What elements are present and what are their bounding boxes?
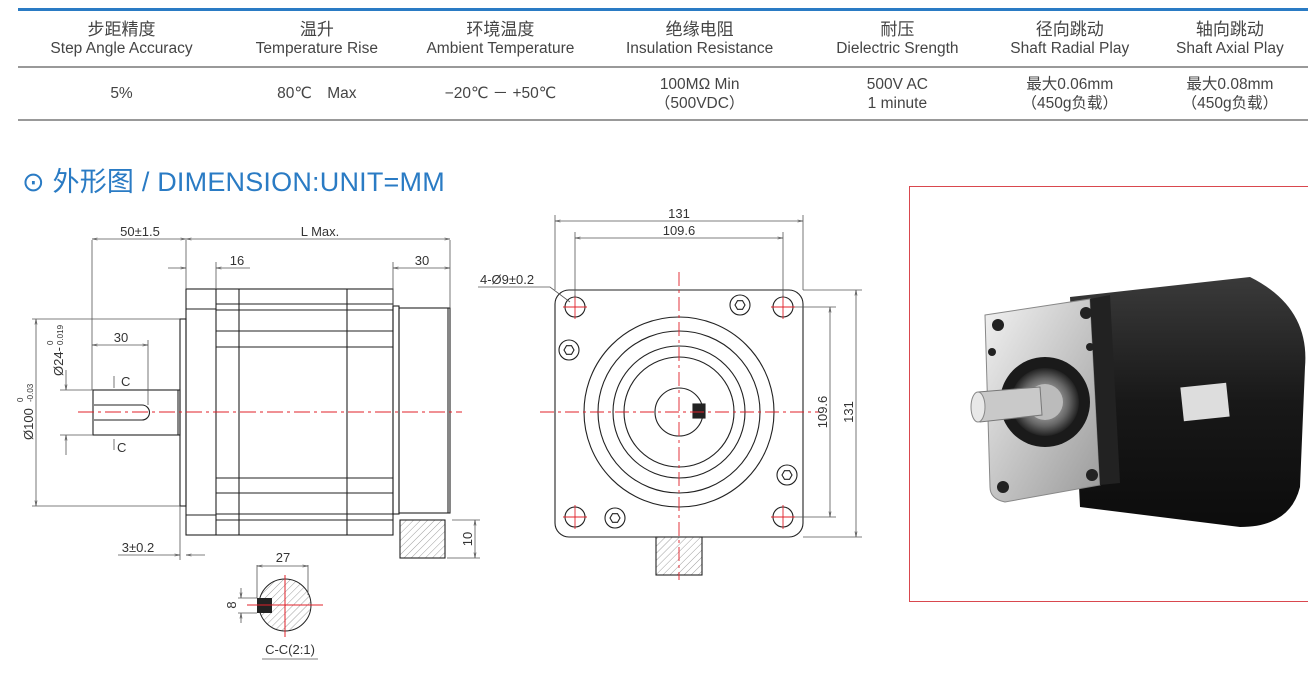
value-line-1: 500V AC	[866, 75, 928, 93]
value-line-1: 100MΩ Min	[659, 75, 740, 93]
svg-text:-0.03: -0.03	[26, 383, 35, 402]
dim-30-shaft: 30	[114, 330, 128, 345]
header-en: Shaft Axial Play	[1176, 39, 1284, 57]
value-cell: 最大0.08mm（450g负载）	[1152, 68, 1308, 119]
side-view	[32, 239, 480, 560]
dim-109-6-height: 109.6	[815, 396, 830, 429]
value-line-1: 最大0.06mm	[1026, 75, 1114, 93]
header-en: Ambient Temperature	[426, 39, 575, 57]
value-line-2: （450g负载）	[1021, 94, 1118, 112]
dim-24: Ø24- 0 0.019	[46, 324, 66, 376]
dim-3: 3±0.2	[122, 540, 154, 555]
value-line-2: 1 minute	[867, 94, 928, 112]
svg-text:Ø24-: Ø24-	[51, 347, 66, 376]
dim-mounting-holes: 4-Ø9±0.2	[480, 272, 534, 287]
header-en: Insulation Resistance	[625, 39, 774, 57]
value-cell: −20℃ － +50℃	[409, 68, 593, 119]
section-mark-c-bottom: C	[117, 440, 126, 455]
dim-8: 8	[224, 601, 239, 608]
header-cn: 环境温度	[466, 19, 535, 39]
dim-16: 16	[230, 253, 244, 268]
header-cn: 耐压	[880, 19, 915, 39]
value-line-1: −20℃ － +50℃	[444, 85, 557, 102]
header-en: Shaft Radial Play	[1010, 39, 1130, 57]
motor-photo	[909, 186, 1308, 602]
header-cn: 径向跳动	[1035, 19, 1104, 39]
header-cn: 温升	[299, 19, 334, 39]
value-line-1: 最大0.08mm	[1186, 75, 1274, 93]
value-line-1: 5%	[110, 85, 133, 102]
value-cell: 100MΩ Min（500VDC）	[592, 68, 807, 119]
section-title: ⊙ 外形图 / DIMENSION:UNIT=MM	[22, 167, 445, 197]
svg-text:0: 0	[16, 397, 25, 402]
value-line-1: 80℃ Max	[277, 85, 357, 102]
dim-131-width: 131	[668, 206, 690, 221]
section-mark-c-top: C	[121, 374, 130, 389]
header-en: Step Angle Accuracy	[50, 39, 193, 57]
header-cn: 绝缘电阻	[665, 19, 734, 39]
section-label: C-C(2:1)	[265, 642, 315, 657]
front-view	[478, 215, 862, 580]
dim-109-6-width: 109.6	[663, 223, 696, 238]
dimension-drawings: 50±1.5 L Max. 16 30 30 C C Ø100 0 -0.03 …	[16, 206, 862, 660]
dim-131-height: 131	[841, 401, 856, 423]
dim-50: 50±1.5	[120, 224, 160, 239]
dim-30-rear: 30	[415, 253, 429, 268]
section-view	[238, 565, 323, 660]
dim-lmax: L Max.	[301, 224, 340, 239]
value-cell: 5%	[18, 68, 225, 119]
value-cell: 最大0.06mm（450g负载）	[988, 68, 1152, 119]
dim-100: Ø100 0 -0.03	[16, 383, 36, 440]
header-cn: 步距精度	[87, 19, 156, 39]
svg-text:Ø100: Ø100	[21, 408, 36, 440]
value-cell: 80℃ Max	[225, 68, 409, 119]
svg-text:0.019: 0.019	[56, 324, 65, 345]
value-line-2: （450g负载）	[1181, 94, 1279, 112]
dim-10: 10	[460, 532, 475, 546]
header-en: Temperature Rise	[255, 39, 378, 57]
stepper-motor-image	[970, 277, 1306, 527]
header-cn: 轴向跳动	[1195, 19, 1264, 39]
dim-27: 27	[276, 550, 290, 565]
svg-text:0: 0	[46, 340, 55, 345]
header-en: Dielectric Srength	[836, 39, 959, 57]
value-line-2: （500VDC）	[654, 94, 745, 112]
